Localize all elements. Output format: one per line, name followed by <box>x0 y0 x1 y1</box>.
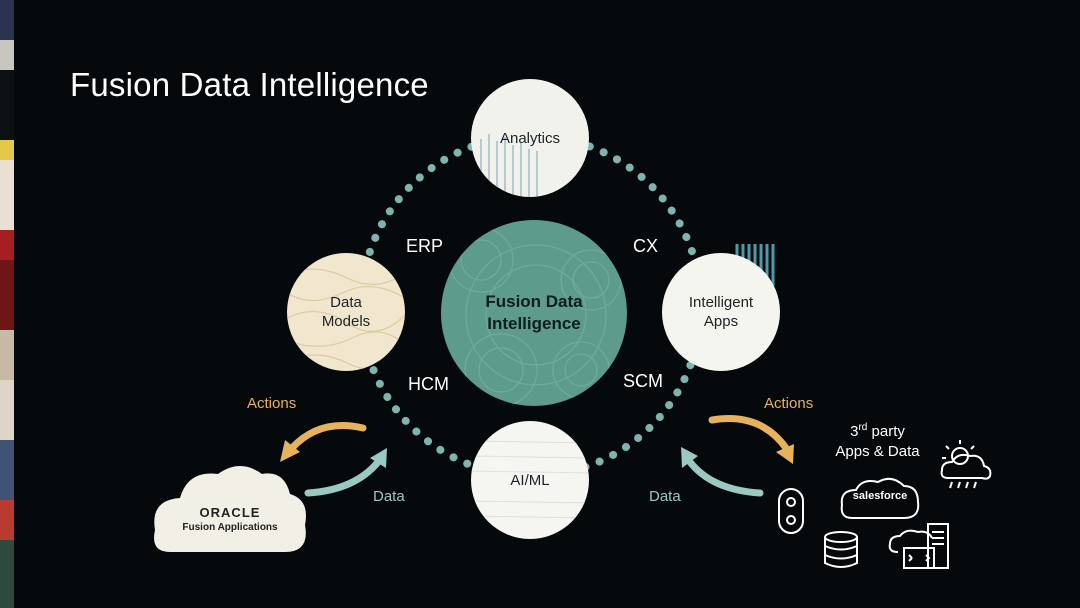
left-data-arrow <box>304 448 387 497</box>
analytics-node: Analytics <box>471 79 589 197</box>
cloud-code-icon <box>888 523 949 569</box>
analytics-pattern <box>480 134 538 197</box>
page-title: Fusion Data Intelligence <box>70 66 429 103</box>
left-actions-arrow <box>280 422 367 462</box>
oracle-cloud: ORACLE Fusion Applications <box>155 505 305 533</box>
third-party-party: party <box>867 423 905 440</box>
aiml-label: AI/ML <box>510 471 550 489</box>
left-data-label: Data <box>373 488 405 505</box>
cx-label: CX <box>633 236 659 256</box>
center-label-line2: Intelligence <box>487 314 581 333</box>
oracle-cloud-shape <box>154 466 306 552</box>
oracle-logo-text: ORACLE <box>199 505 261 520</box>
right-data-label: Data <box>649 488 681 505</box>
center-pattern <box>448 227 622 406</box>
right-data-arrow <box>681 447 764 497</box>
left-actions-label: Actions <box>247 395 297 412</box>
salesforce-cloud-icon <box>840 477 920 519</box>
hcm-label: HCM <box>408 374 449 394</box>
data-models-pattern <box>287 268 405 371</box>
third-party-sup: rd <box>858 422 868 433</box>
salesforce-label: salesforce <box>852 490 908 502</box>
database-icon <box>824 531 858 568</box>
third-party-3: 3 <box>850 423 859 440</box>
third-party-label: 3rd party Apps & Data <box>820 418 935 462</box>
sensor-device-icon <box>778 488 804 534</box>
erp-label: ERP <box>406 236 444 256</box>
right-actions-arrow <box>708 415 794 464</box>
center-label-line1: Fusion Data <box>485 292 583 311</box>
intelligent-apps-node: Intelligent Apps <box>662 253 780 371</box>
weather-icon <box>940 440 992 489</box>
decorative-stripe <box>0 0 14 608</box>
third-party-line2: Apps & Data <box>835 443 920 460</box>
data-models-node: Data Models <box>287 253 405 371</box>
scm-label: SCM <box>623 371 663 391</box>
aiml-node: AI/ML <box>471 421 589 539</box>
right-actions-label: Actions <box>764 395 814 412</box>
intelligent-apps-label: Intelligent Apps <box>688 294 754 330</box>
fusion-applications-label: Fusion Applications <box>182 522 278 533</box>
data-models-label: Data Models <box>321 294 371 330</box>
aiml-pattern <box>471 440 589 519</box>
analytics-label: Analytics <box>499 129 561 147</box>
